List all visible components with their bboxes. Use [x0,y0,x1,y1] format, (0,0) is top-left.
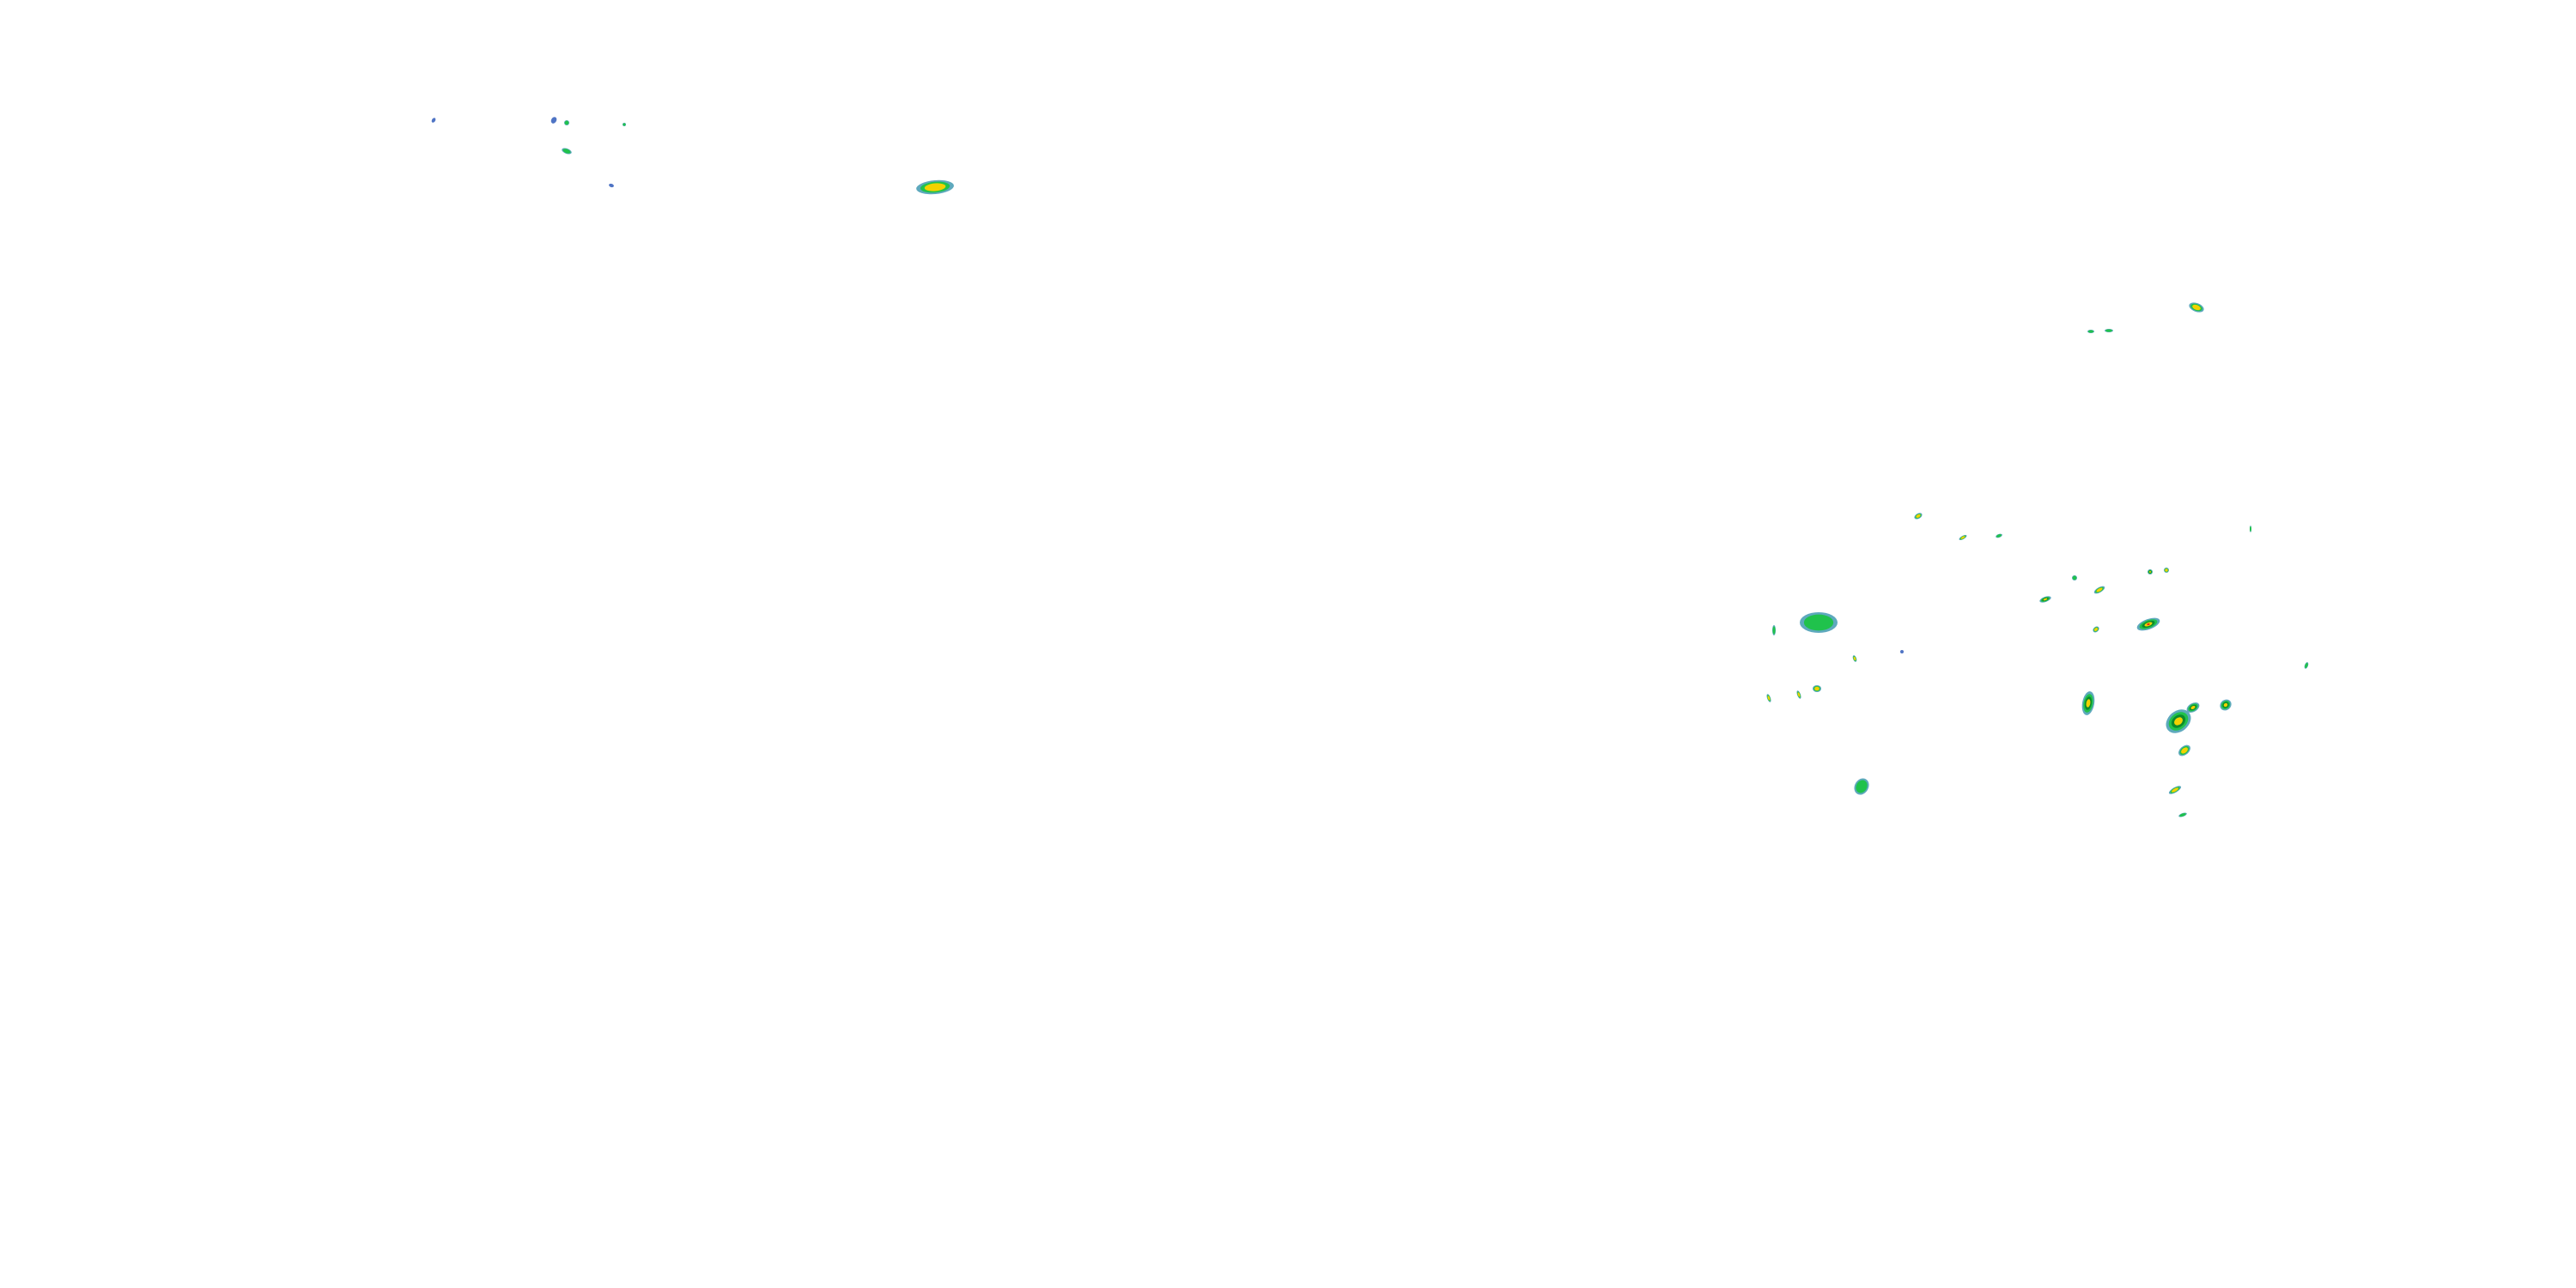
radar-echo-band [2087,330,2094,333]
radar-echo-cell [550,117,557,124]
radar-echo-cell [2220,699,2232,711]
radar-echo-cell [1900,650,1904,653]
radar-echo-band [2179,813,2186,817]
radar-echo-cell [2178,812,2187,817]
radar-echo-band [1900,650,1904,653]
radar-echo-band [2174,717,2183,726]
radar-echo-band [1856,780,1868,793]
radar-echo-band [564,120,569,125]
radar-echo-cell [2166,709,2191,733]
radar-echo-band [2072,575,2077,580]
radar-echo-band [1916,513,1921,519]
radar-echo-band [2165,568,2168,572]
radar-echo-band [2147,623,2150,626]
radar-echo-cell [1852,655,1857,662]
radar-echo-cell [2105,329,2113,332]
radar-echo-cell [2164,568,2169,573]
radar-echo-cell [1996,533,2002,538]
radar-echo-cell [1772,625,1776,635]
radar-echo-band [2086,699,2091,708]
radar-echo-band [1853,656,1856,661]
radar-echo-band [2250,526,2251,532]
radar-echo-band [1797,692,1801,697]
radar-echo-cell [1800,612,1838,633]
radar-echo-cell [2087,330,2094,333]
radar-echo-cell [1813,685,1821,692]
radar-echo-band [1767,696,1771,701]
radar-echo-cell [2148,569,2153,574]
radar-echo-cell [2081,691,2095,715]
radar-echo-band [562,149,571,154]
radar-echo-cell [1914,513,1923,519]
radar-echo-band [2105,329,2112,332]
radar-echo-cell [609,183,614,188]
radar-echo-cell [2250,526,2251,532]
radar-echo-band [2093,628,2099,631]
radar-echo-cell [2189,302,2204,313]
radar-echo-band [2172,787,2178,793]
radar-echo-cell [562,148,572,155]
radar-echo-cell [2039,596,2051,603]
radar-echo-cell [1766,694,1771,702]
radar-echo-cell [623,123,626,126]
radar-echo-band [924,183,946,191]
radar-echo-cell [2093,586,2105,594]
radar-echo-band [623,123,626,126]
radar-echo-band [2096,587,2103,592]
radar-echo-band [609,183,614,188]
radar-echo-cell [2136,617,2160,631]
radar-echo-band [431,118,436,123]
radar-echo-cell [431,118,436,123]
radar-echo-cell [916,179,954,195]
radar-echo-band [2305,663,2308,668]
radar-echo-band [1960,536,1965,539]
radar-echo-cell [2168,786,2182,794]
radar-echo-band [1996,534,2002,538]
radar-echo-band [1814,686,1820,691]
radar-echo-cell [1959,534,1967,541]
radar-echo-cell [1796,690,1801,699]
radar-echo-band [1803,614,1834,631]
radar-echo-cell [2186,702,2200,713]
radar-echo-cell [2178,744,2190,756]
radar-echo-band [2192,304,2201,311]
radar-echo-cell [2072,575,2077,580]
radar-echo-cell [2093,626,2099,633]
radar-echo-band [2148,570,2152,574]
radar-echo-cell [1854,778,1869,795]
radar-echo-band [2190,705,2196,710]
radar-echo-band [2181,747,2188,754]
radar-echo-band [2223,702,2228,708]
radar-echo-cell [2304,662,2309,669]
radar-echo-band [550,117,557,124]
radar-echo-band [2043,598,2048,601]
radar-echo-cell [564,120,569,125]
radar-echo-band [1772,626,1776,635]
